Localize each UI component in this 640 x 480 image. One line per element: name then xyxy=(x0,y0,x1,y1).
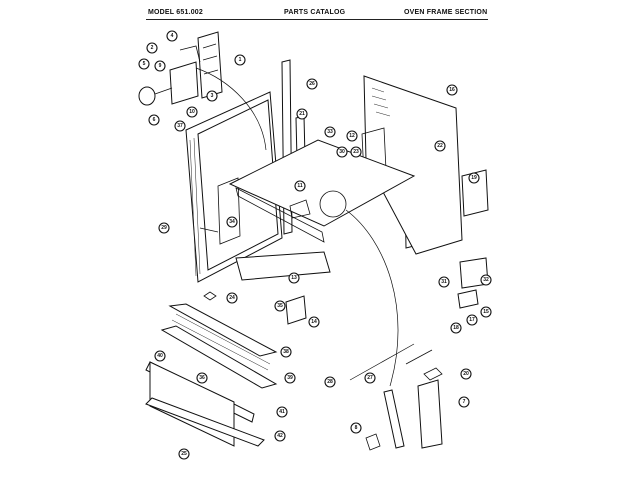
svg-text:27: 27 xyxy=(367,375,373,381)
svg-text:29: 29 xyxy=(161,225,167,231)
svg-text:21: 21 xyxy=(299,111,305,117)
callout-38: 38 xyxy=(280,346,292,358)
svg-text:32: 32 xyxy=(483,277,489,283)
svg-text:3: 3 xyxy=(211,93,214,99)
svg-text:14: 14 xyxy=(311,319,317,325)
svg-text:25: 25 xyxy=(181,451,187,457)
callout-19: 19 xyxy=(468,172,480,184)
svg-text:4: 4 xyxy=(171,33,174,39)
callout-25: 25 xyxy=(178,448,190,460)
callout-15: 15 xyxy=(480,306,492,318)
callout-39: 39 xyxy=(284,372,296,384)
svg-text:38: 38 xyxy=(283,349,289,355)
callout-29: 29 xyxy=(158,222,170,234)
svg-text:39: 39 xyxy=(287,375,293,381)
svg-text:1: 1 xyxy=(239,57,242,63)
callout-40: 40 xyxy=(154,350,166,362)
callout-10: 10 xyxy=(186,106,198,118)
callout-markers: 1 2 3 4 5 6 7 8 9 10 11 12 13 14 15 16 1… xyxy=(138,30,492,460)
callout-4: 4 xyxy=(166,30,178,42)
svg-text:11: 11 xyxy=(297,183,303,189)
svg-text:42: 42 xyxy=(277,433,283,439)
callout-5: 5 xyxy=(138,58,150,70)
svg-text:41: 41 xyxy=(279,409,285,415)
callout-31: 31 xyxy=(438,276,450,288)
hinge-bracket-assembly xyxy=(138,31,223,106)
svg-text:10: 10 xyxy=(189,109,195,115)
callout-34: 34 xyxy=(226,216,238,228)
callout-41: 41 xyxy=(276,406,288,418)
svg-text:9: 9 xyxy=(159,63,162,69)
callout-12: 12 xyxy=(346,130,358,142)
callout-2: 2 xyxy=(146,42,158,54)
callout-9: 9 xyxy=(154,60,166,72)
svg-text:6: 6 xyxy=(153,117,156,123)
callout-3: 3 xyxy=(206,90,218,102)
callout-33: 33 xyxy=(324,126,336,138)
svg-text:34: 34 xyxy=(229,219,235,225)
callout-37: 37 xyxy=(174,120,186,132)
callout-28: 28 xyxy=(324,376,336,388)
section-title: OVEN FRAME SECTION xyxy=(404,9,488,16)
callout-20: 20 xyxy=(460,368,472,380)
svg-text:35: 35 xyxy=(277,303,283,309)
svg-text:2: 2 xyxy=(151,45,154,51)
svg-text:7: 7 xyxy=(463,399,466,405)
svg-text:17: 17 xyxy=(469,317,475,323)
svg-text:33: 33 xyxy=(327,129,333,135)
svg-text:13: 13 xyxy=(291,275,297,281)
callout-7: 7 xyxy=(458,396,470,408)
model-number: MODEL 651.002 xyxy=(148,9,203,16)
lower-access-panel xyxy=(145,361,265,447)
callout-27: 27 xyxy=(364,372,376,384)
callout-6: 6 xyxy=(148,114,160,126)
svg-text:5: 5 xyxy=(143,61,146,67)
svg-text:26: 26 xyxy=(309,81,315,87)
callout-30: 30 xyxy=(336,146,348,158)
svg-text:20: 20 xyxy=(463,371,469,377)
callout-23: 23 xyxy=(350,146,362,158)
svg-text:23: 23 xyxy=(353,149,359,155)
callout-18: 18 xyxy=(450,322,462,334)
svg-text:24: 24 xyxy=(229,295,235,301)
svg-text:8: 8 xyxy=(355,425,358,431)
svg-text:37: 37 xyxy=(177,123,183,129)
callout-21: 21 xyxy=(296,108,308,120)
callout-42: 42 xyxy=(274,430,286,442)
catalog-title: PARTS CATALOG xyxy=(284,9,346,16)
callout-14: 14 xyxy=(308,316,320,328)
svg-text:31: 31 xyxy=(441,279,447,285)
callout-1: 1 xyxy=(234,54,246,66)
callout-24: 24 xyxy=(226,292,238,304)
svg-text:30: 30 xyxy=(339,149,345,155)
trim-strips xyxy=(160,303,278,389)
callout-17: 17 xyxy=(466,314,478,326)
svg-text:36: 36 xyxy=(199,375,205,381)
callout-8: 8 xyxy=(350,422,362,434)
svg-text:28: 28 xyxy=(327,379,333,385)
callout-13: 13 xyxy=(288,272,300,284)
svg-text:15: 15 xyxy=(483,309,489,315)
lower-components xyxy=(203,251,489,325)
callout-11: 11 xyxy=(294,180,306,192)
callout-22: 22 xyxy=(434,140,446,152)
callout-36: 36 xyxy=(196,372,208,384)
leader-lines xyxy=(195,67,415,387)
callout-16: 16 xyxy=(446,84,458,96)
callout-26: 26 xyxy=(306,78,318,90)
callout-32: 32 xyxy=(480,274,492,286)
svg-text:40: 40 xyxy=(157,353,163,359)
svg-text:16: 16 xyxy=(449,87,455,93)
igniter-bracket-assembly xyxy=(365,349,443,451)
oven-side-wall xyxy=(361,75,489,255)
header-rule xyxy=(146,19,488,20)
svg-text:12: 12 xyxy=(349,133,355,139)
svg-text:18: 18 xyxy=(453,325,459,331)
svg-text:22: 22 xyxy=(437,143,443,149)
oven-floor-panel xyxy=(228,139,416,243)
callout-35: 35 xyxy=(274,300,286,312)
svg-text:19: 19 xyxy=(471,175,477,181)
